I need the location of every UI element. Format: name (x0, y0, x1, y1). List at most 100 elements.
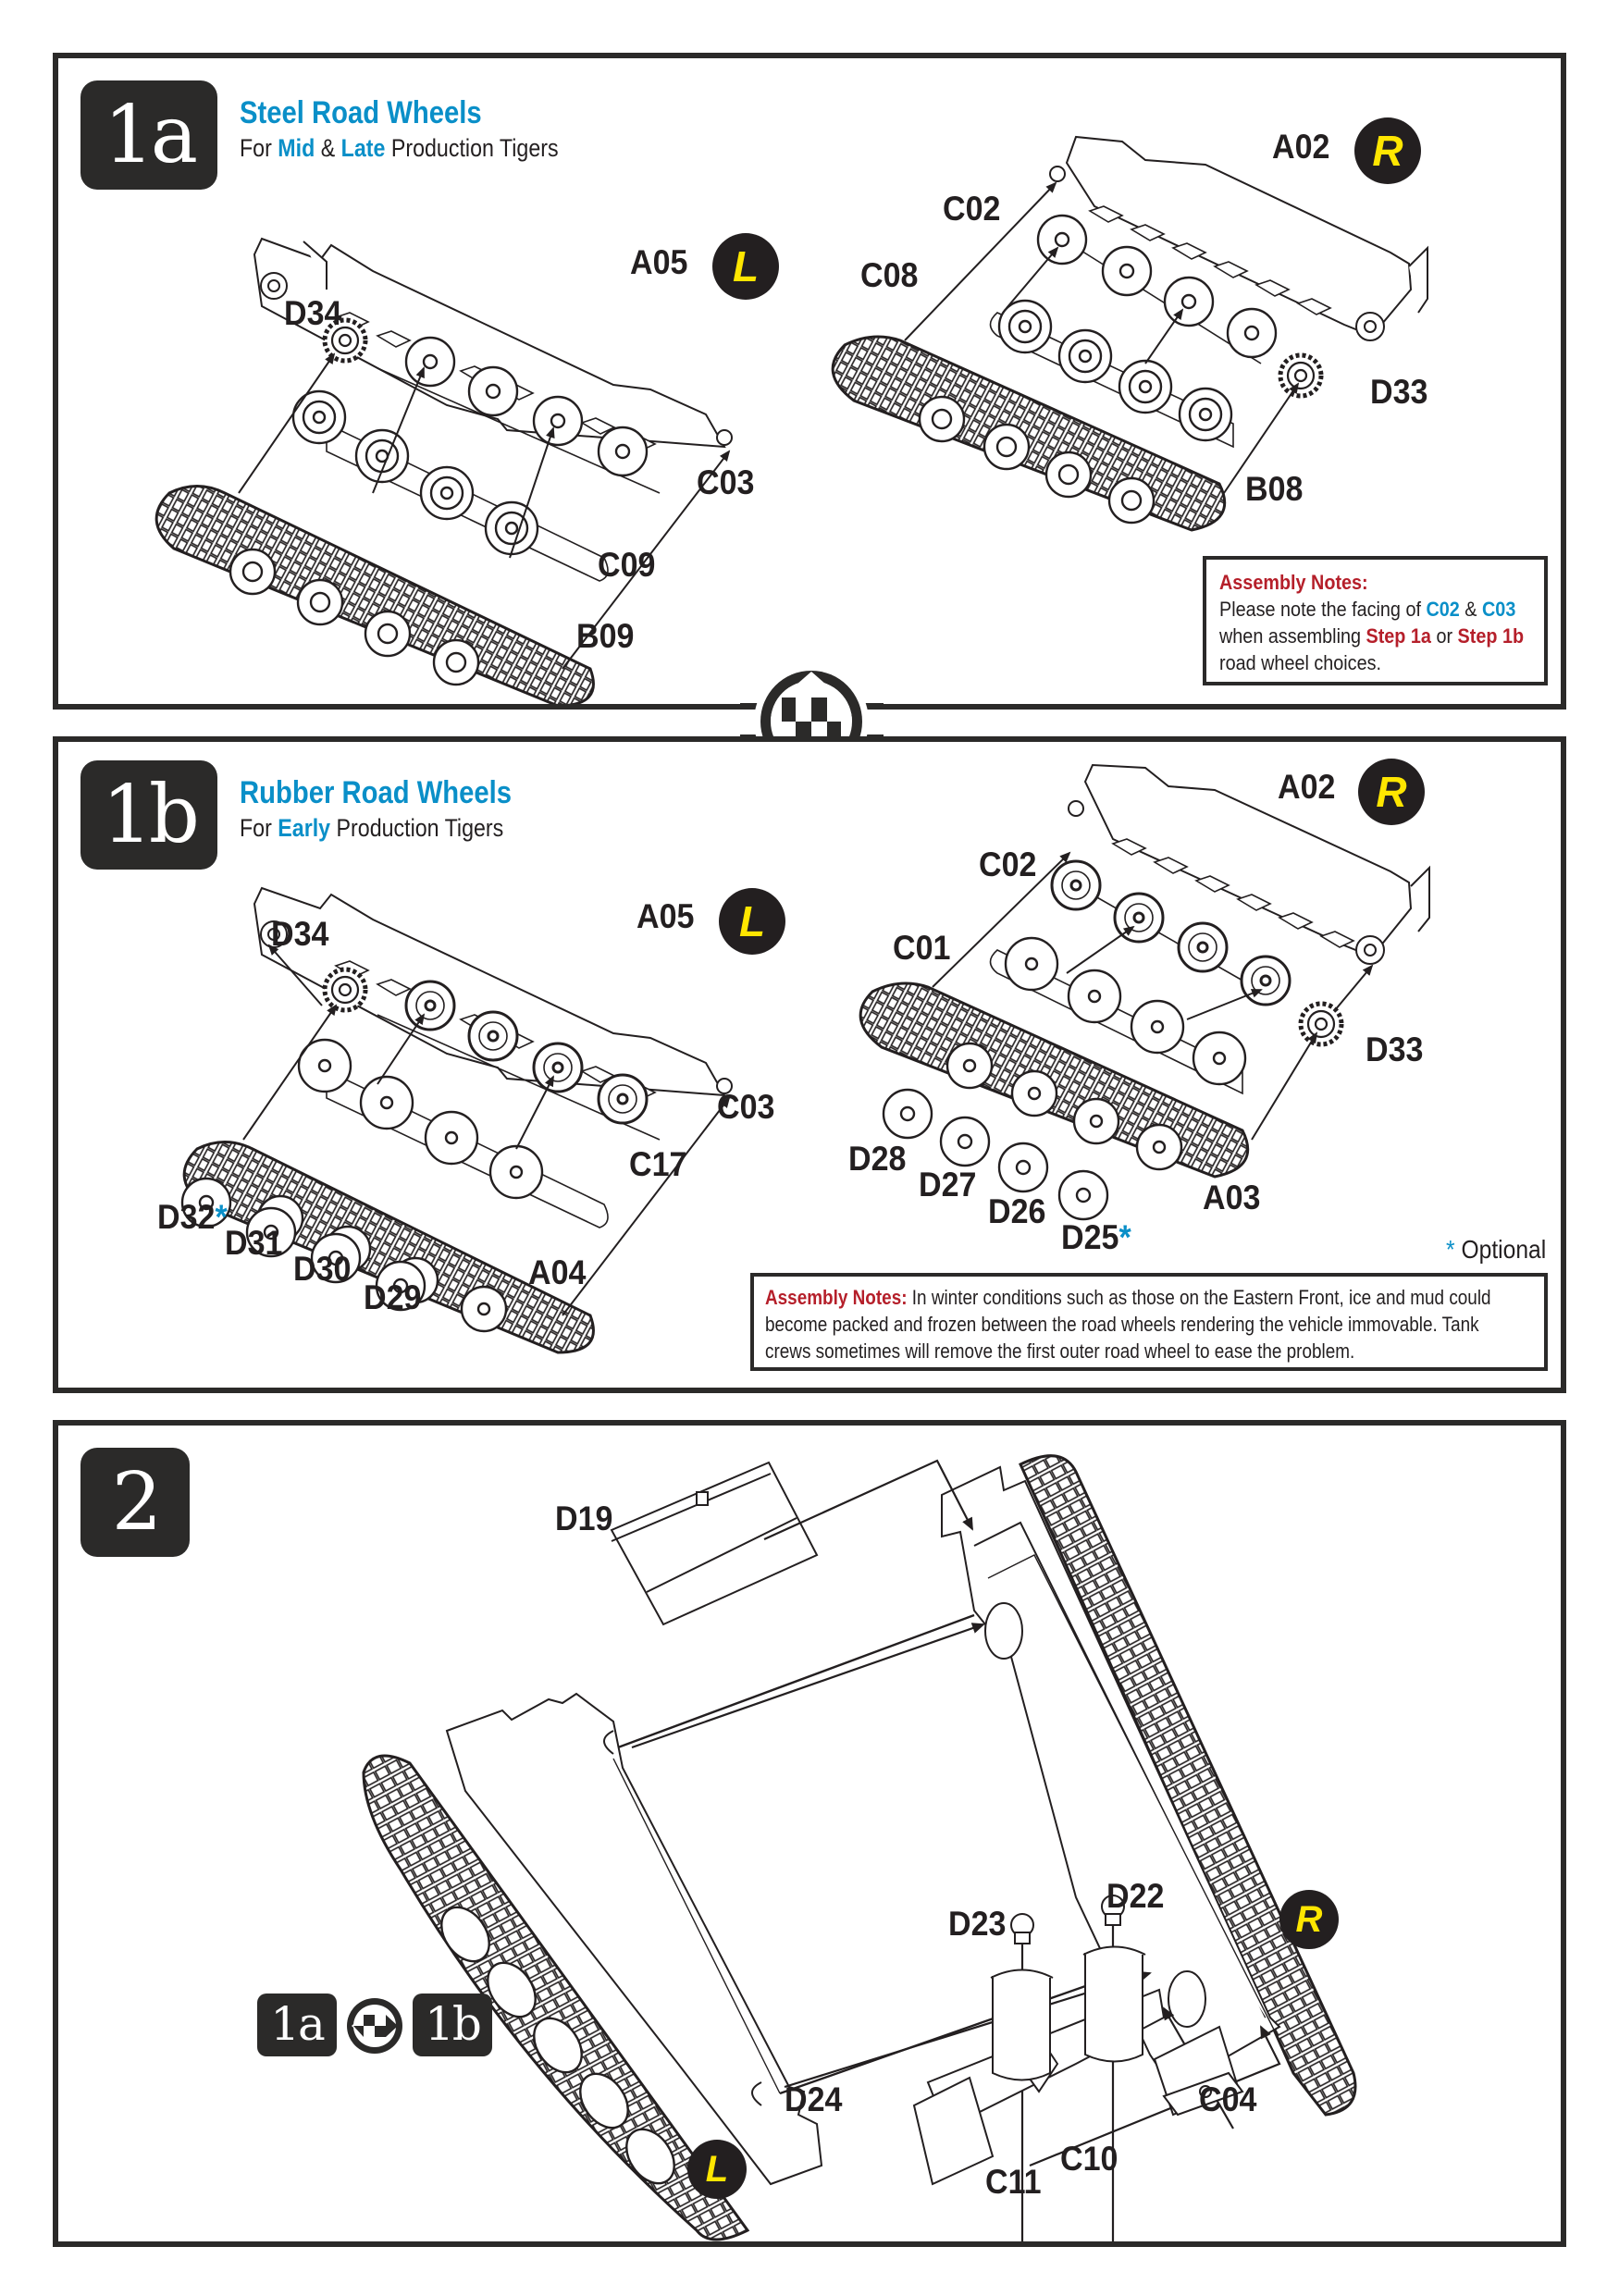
part-label-d25: D25* (1061, 1218, 1131, 1257)
step-1a-illustration (154, 135, 1428, 704)
step-2-panel: 2 (53, 1420, 1566, 2247)
note-text: & (1459, 598, 1483, 621)
optional-legend-text: Optional (1461, 1235, 1547, 1264)
optional-asterisk: * (1446, 1235, 1455, 1264)
optional-legend: * Optional (1446, 1235, 1546, 1265)
hull-side-right-a02 (1049, 135, 1428, 341)
part-label-b09: B09 (576, 617, 635, 655)
note-step-1a: Step 1a (1366, 624, 1431, 648)
road-wheels-c17 (297, 1038, 609, 1228)
note-step-1b: Step 1b (1457, 624, 1525, 648)
loose-wheels-d28-d25 (882, 1088, 1109, 1221)
part-label-c03: C03 (717, 1088, 775, 1126)
left-right-choice-icon (347, 1998, 402, 2054)
left-side-badge: L (687, 2140, 747, 2199)
note-title: Assembly Notes: (765, 1286, 908, 1309)
loose-wheels-d32-d29 (180, 1177, 426, 1312)
hull-left-side (445, 1692, 823, 2186)
assembly-arrows-right (904, 181, 1300, 494)
part-label-text: D32 (157, 1198, 216, 1236)
part-label-c09: C09 (598, 546, 656, 584)
step-subtitle: For Early Production Tigers (240, 814, 503, 843)
part-label-d19: D19 (555, 1500, 613, 1537)
optional-asterisk: * (215, 1198, 228, 1236)
alt-step-1b-badge: 1b (413, 1994, 492, 2056)
step-number-badge: 1b (80, 760, 217, 870)
part-label-d34: D34 (284, 294, 342, 332)
part-label-a05: A05 (630, 243, 688, 281)
step-1a-panel: 1a Steel Road Wheels For Mid & Late Prod… (53, 53, 1566, 710)
road-wheels-c01 (989, 936, 1247, 1095)
track-a03 (859, 981, 1250, 1179)
note-text: road wheel choices. (1219, 651, 1382, 674)
step-subtitle: For Mid & Late Production Tigers (240, 134, 559, 163)
track-b09 (154, 485, 595, 704)
housings-c10-c11 (990, 1945, 1146, 2081)
part-label-d28: D28 (848, 1140, 907, 1178)
left-side-badge: L (712, 233, 779, 300)
right-side-badge: R (1279, 1890, 1339, 1949)
step-1b-illustration (180, 763, 1430, 1354)
right-side-badge: R (1354, 117, 1421, 184)
hull-plate-d19 (610, 1461, 819, 1626)
step-number-badge: 1a (80, 80, 217, 190)
part-label-c04: C04 (1199, 2080, 1257, 2118)
subtitle-text: Production Tigers (330, 814, 504, 842)
right-track-assembly (1019, 1454, 1357, 2117)
part-label-d27: D27 (919, 1166, 977, 1204)
part-label-text: D25 (1061, 1218, 1119, 1256)
part-label-b08: B08 (1245, 470, 1304, 508)
alt-step-1a-badge: 1a (257, 1994, 337, 2056)
part-label-a05: A05 (636, 897, 695, 935)
hull-floor (612, 1613, 1142, 2095)
left-track-assembly (362, 1754, 750, 2241)
note-text: In winter conditions such as those on th… (907, 1286, 1491, 1309)
note-part-c02: C02 (1426, 598, 1460, 621)
step-title: Rubber Road Wheels (240, 775, 513, 810)
part-label-c11: C11 (985, 2163, 1042, 2201)
subtitle-highlight-early: Early (278, 814, 331, 842)
track-b08 (831, 335, 1227, 532)
part-label-a04: A04 (528, 1253, 587, 1291)
sprocket-d33 (1278, 352, 1324, 399)
road-wheels-c08 (989, 299, 1234, 449)
note-text: become packed and frozen between the roa… (765, 1313, 1479, 1336)
step-2-illustration (362, 1454, 1357, 2241)
part-label-c03: C03 (697, 463, 755, 501)
subtitle-text: & (315, 134, 341, 162)
hull-side-right-a02 (1068, 763, 1430, 965)
note-text: Please note the facing of (1219, 598, 1427, 621)
assembly-notes-1b: Assembly Notes: In winter conditions suc… (750, 1273, 1548, 1371)
note-part-c03: C03 (1482, 598, 1516, 621)
part-label-a02: A02 (1272, 128, 1330, 166)
subtitle-text: Production Tigers (385, 134, 559, 162)
part-label-c17: C17 (629, 1145, 687, 1183)
part-label-c08: C08 (860, 256, 919, 294)
subtitle-highlight-late: Late (340, 134, 386, 162)
step-number-badge: 2 (80, 1448, 190, 1557)
part-label-c10: C10 (1060, 2140, 1118, 2178)
hull-right-side (941, 1465, 1281, 2084)
part-label-d31: D31 (225, 1224, 283, 1262)
note-text: when assembling (1219, 624, 1366, 648)
note-text: crews sometimes will remove the first ou… (765, 1339, 1355, 1363)
right-side-badge: R (1358, 759, 1425, 825)
optional-asterisk: * (1118, 1218, 1131, 1256)
left-side-badge: L (719, 888, 785, 955)
note-text: or (1430, 624, 1458, 648)
part-label-d23: D23 (948, 1905, 1007, 1943)
caps-d22-d23 (1010, 1895, 1125, 1944)
part-label-d29: D29 (364, 1278, 422, 1316)
step-title: Steel Road Wheels (240, 95, 482, 130)
part-label-d24: D24 (785, 2080, 843, 2118)
step-1b-panel: 1b Rubber Road Wheels For Early Producti… (53, 736, 1566, 1393)
note-title: Assembly Notes: (1219, 571, 1368, 594)
subtitle-text: For (240, 814, 278, 842)
assembly-arrows-right (932, 851, 1374, 1141)
assembly-arrows-left (242, 944, 731, 1316)
part-label-c01: C01 (893, 929, 951, 967)
part-label-c02: C02 (979, 846, 1037, 883)
part-label-d33: D33 (1370, 373, 1428, 411)
part-label-a03: A03 (1203, 1179, 1261, 1216)
sprocket-d34 (322, 317, 368, 364)
